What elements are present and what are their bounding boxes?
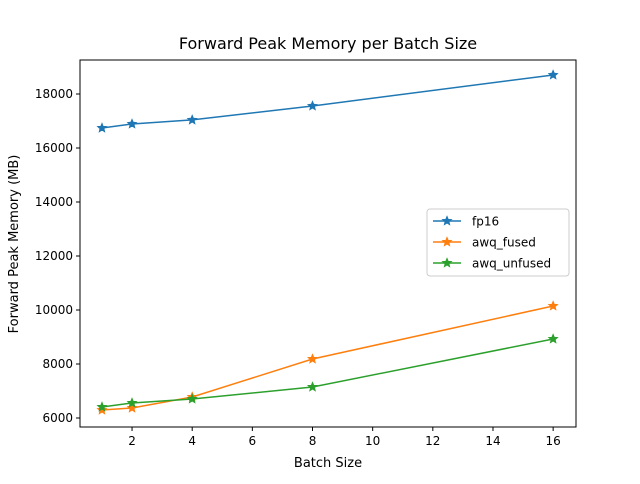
legend-marker-awq_fused — [441, 236, 453, 247]
data-point-awq_unfused — [306, 381, 319, 392]
x-tick-label: 12 — [425, 434, 440, 448]
y-axis-label: Forward Peak Memory (MB) — [7, 155, 22, 334]
data-point-fp16 — [126, 118, 138, 129]
x-tick-label: 16 — [545, 434, 560, 448]
x-tick-label: 14 — [485, 434, 500, 448]
y-tick-label: 16000 — [35, 141, 73, 155]
y-tick-label: 14000 — [35, 195, 73, 209]
data-point-awq_unfused — [186, 393, 198, 404]
legend-marker-awq_unfused — [441, 257, 453, 268]
data-point-awq_fused — [126, 402, 138, 413]
legend-label: fp16 — [472, 215, 499, 229]
y-tick-label: 8000 — [42, 357, 73, 371]
chart-title: Forward Peak Memory per Batch Size — [179, 34, 477, 53]
y-tick-label: 10000 — [35, 303, 73, 317]
data-point-fp16 — [547, 69, 559, 80]
data-point-fp16 — [96, 122, 108, 133]
x-tick-label: 10 — [365, 434, 380, 448]
series-line-awq_unfused — [101, 338, 554, 408]
data-point-fp16 — [186, 114, 198, 125]
x-tick-label: 4 — [188, 434, 196, 448]
y-tick-label: 18000 — [35, 87, 73, 101]
data-point-awq_fused — [547, 300, 559, 311]
data-point-awq_unfused — [547, 333, 559, 344]
legend-label: awq_unfused — [472, 257, 551, 271]
data-point-awq_fused — [306, 353, 319, 364]
y-tick-label: 6000 — [42, 411, 73, 425]
x-tick-label: 2 — [128, 434, 136, 448]
data-point-fp16 — [306, 100, 319, 111]
legend-label: awq_fused — [472, 236, 536, 250]
data-point-awq_unfused — [96, 401, 108, 412]
data-point-awq_unfused — [126, 397, 138, 408]
legend-box — [426, 208, 570, 277]
x-tick-label: 6 — [249, 434, 257, 448]
x-tick-label: 8 — [309, 434, 317, 448]
series-line-fp16 — [101, 74, 554, 129]
series-line-awq_fused — [101, 305, 554, 411]
legend-marker-fp16 — [441, 215, 453, 226]
legend: fp16 awq_fused awq_unfused — [426, 208, 570, 277]
y-tick-label: 12000 — [35, 249, 73, 263]
plot-frame — [79, 59, 577, 428]
x-axis-label: Batch Size — [294, 456, 362, 471]
